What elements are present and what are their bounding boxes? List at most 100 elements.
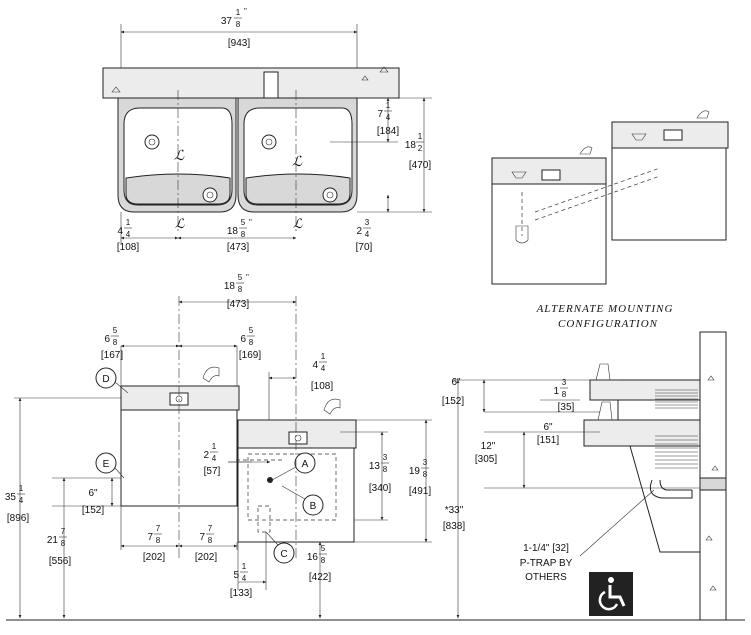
svg-text:13: 13 <box>369 461 381 472</box>
svg-text:[202]: [202] <box>195 552 217 563</box>
callout-c: C <box>265 531 295 564</box>
dim-right-half: 6 5 8 [169] <box>239 326 261 361</box>
svg-text:7: 7 <box>208 524 213 533</box>
svg-text:8: 8 <box>208 536 213 545</box>
svg-text:8: 8 <box>236 20 241 29</box>
dim-front-center-spacing: 18 5 8 " [473] <box>224 273 249 310</box>
svg-text:P-TRAP BY: P-TRAP BY <box>520 558 573 569</box>
svg-text:[108]: [108] <box>117 242 139 253</box>
svg-text:B: B <box>310 501 317 512</box>
dim-overall-width: 37 1 8 " [943] <box>221 7 250 49</box>
svg-text:[108]: [108] <box>311 381 333 392</box>
alternate-mounting-view: ALTERNATE MOUNTING CONFIGURATION <box>491 110 729 330</box>
svg-text:18: 18 <box>224 281 236 292</box>
svg-text:7: 7 <box>61 527 66 536</box>
svg-text:18: 18 <box>405 140 417 151</box>
dim-bubbler-offset: 4 1 4 [108] <box>311 352 333 392</box>
svg-text:8: 8 <box>562 390 567 399</box>
svg-text:1: 1 <box>126 218 131 227</box>
svg-text:": " <box>246 273 249 282</box>
dim-left-half-bottom: 7 7 8 [202] <box>143 524 165 563</box>
svg-text:21: 21 <box>47 535 59 546</box>
callout-a: A <box>271 452 316 481</box>
wall-mounting-plate <box>102 67 400 99</box>
svg-text:4: 4 <box>212 454 217 463</box>
svg-text:ℒ: ℒ <box>174 149 185 164</box>
svg-text:4: 4 <box>321 364 326 373</box>
dim-bottom-width: 16 5 8 [422] <box>307 544 331 583</box>
svg-text:[491]: [491] <box>409 486 431 497</box>
svg-text:35: 35 <box>5 492 17 503</box>
svg-text:6: 6 <box>104 334 110 345</box>
svg-text:4: 4 <box>126 230 131 239</box>
dim-rear-offset: 2 3 4 [70] <box>356 218 373 253</box>
svg-text:5: 5 <box>113 326 118 335</box>
svg-text:1: 1 <box>321 352 326 361</box>
dim-side-twelve: 12" [305] <box>475 441 497 465</box>
svg-text:4: 4 <box>386 113 391 122</box>
svg-text:8: 8 <box>383 465 388 474</box>
svg-text:6": 6" <box>88 488 98 499</box>
svg-text:5: 5 <box>249 326 254 335</box>
dim-side-depth: 7 1 4 [184] <box>377 101 399 137</box>
svg-text:12": 12" <box>481 441 496 452</box>
svg-text:[202]: [202] <box>143 552 165 563</box>
svg-text:[943]: [943] <box>228 38 250 49</box>
svg-text:1: 1 <box>236 8 241 17</box>
svg-text:8: 8 <box>156 536 161 545</box>
dim-side-bubbler: 1 3 8 [35] <box>553 378 574 413</box>
svg-text:OTHERS: OTHERS <box>525 572 567 583</box>
dim-unit-height: 19 3 8 [491] <box>409 458 431 497</box>
svg-text:7: 7 <box>156 524 161 533</box>
svg-text:[70]: [70] <box>356 242 373 253</box>
svg-text:[169]: [169] <box>239 350 261 361</box>
svg-text:1: 1 <box>418 132 423 141</box>
svg-text:37: 37 <box>221 16 233 27</box>
svg-text:1: 1 <box>553 386 559 397</box>
svg-text:7: 7 <box>199 532 205 543</box>
svg-text:8: 8 <box>61 539 66 548</box>
dim-six-inch: 6" [152] <box>82 488 104 516</box>
svg-text:8: 8 <box>113 338 118 347</box>
svg-text:3: 3 <box>423 458 428 467</box>
dim-left-offset: 4 1 4 [108] <box>117 218 139 253</box>
svg-text:[470]: [470] <box>409 160 431 171</box>
top-plan-view: 37 1 8 " [943] ℒ ℒ ℒ ℒ <box>102 7 432 253</box>
svg-text:C: C <box>280 549 287 560</box>
svg-text:6: 6 <box>240 334 246 345</box>
svg-text:[152]: [152] <box>442 396 464 407</box>
svg-text:3: 3 <box>365 218 370 227</box>
svg-text:[305]: [305] <box>475 454 497 465</box>
svg-text:1: 1 <box>212 442 217 451</box>
callout-e: E <box>95 452 125 479</box>
svg-text:[556]: [556] <box>49 556 71 567</box>
svg-text:[473]: [473] <box>227 242 249 253</box>
svg-text:8: 8 <box>241 230 246 239</box>
svg-text:D: D <box>102 374 109 385</box>
p-trap-note: 1-1/4" [32] P-TRAP BY OTHERS <box>520 543 573 583</box>
svg-text:4: 4 <box>242 574 247 583</box>
svg-text:[152]: [152] <box>82 505 104 516</box>
wheelchair-accessibility-icon <box>589 572 633 616</box>
svg-text:8: 8 <box>321 556 326 565</box>
svg-text:4: 4 <box>312 360 318 371</box>
svg-text:[838]: [838] <box>443 521 465 532</box>
svg-text:6": 6" <box>451 377 461 388</box>
svg-text:[473]: [473] <box>227 299 249 310</box>
svg-text:18: 18 <box>227 226 239 237</box>
svg-text:8: 8 <box>238 285 243 294</box>
dim-bottom-offset: 5 1 4 [133] <box>230 562 252 599</box>
svg-text:4: 4 <box>117 226 123 237</box>
dim-side-top-six: 6" [152] <box>442 377 464 407</box>
svg-text:[184]: [184] <box>377 126 399 137</box>
svg-text:2: 2 <box>356 226 362 237</box>
dim-depth: 18 1 2 [470] <box>405 132 431 171</box>
svg-text:4: 4 <box>19 496 24 505</box>
svg-text:[57]: [57] <box>204 466 221 477</box>
side-elevation-view: 6" [152] 1 3 8 [35] 6" [151] 12" [305] *… <box>442 331 727 621</box>
svg-text:3: 3 <box>383 453 388 462</box>
svg-text:5: 5 <box>241 218 246 227</box>
svg-text:ℒ: ℒ <box>292 155 303 170</box>
dim-right-half-bottom: 7 7 8 [202] <box>195 524 217 563</box>
